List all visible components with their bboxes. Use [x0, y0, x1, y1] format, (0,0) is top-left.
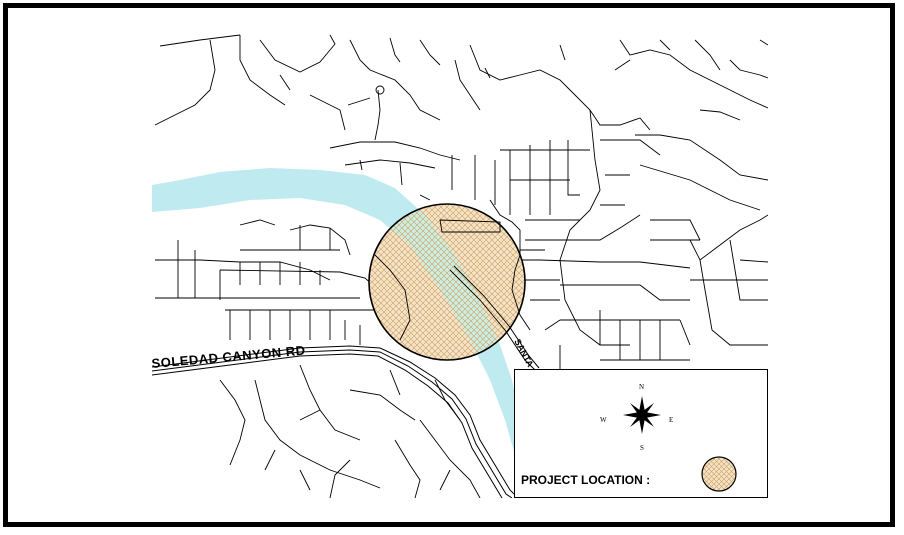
compass-rose-icon — [617, 390, 667, 440]
compass-east-label: E — [669, 416, 674, 424]
soledad-canyon-road-label: SOLEDAD CANYON RD — [151, 343, 306, 371]
project-location-legend-label: PROJECT LOCATION : — [521, 473, 651, 487]
compass-south-label: S — [640, 444, 644, 452]
street-network — [154, 34, 768, 498]
compass-north-label: N — [639, 383, 645, 391]
hatched-circle-icon — [699, 454, 739, 494]
legend-box: N S W E PROJECT LOCATION : — [514, 369, 768, 498]
compass-west-label: W — [600, 416, 607, 424]
project-location-circle — [368, 203, 526, 361]
santa-road-label: SANTA — [512, 337, 535, 369]
